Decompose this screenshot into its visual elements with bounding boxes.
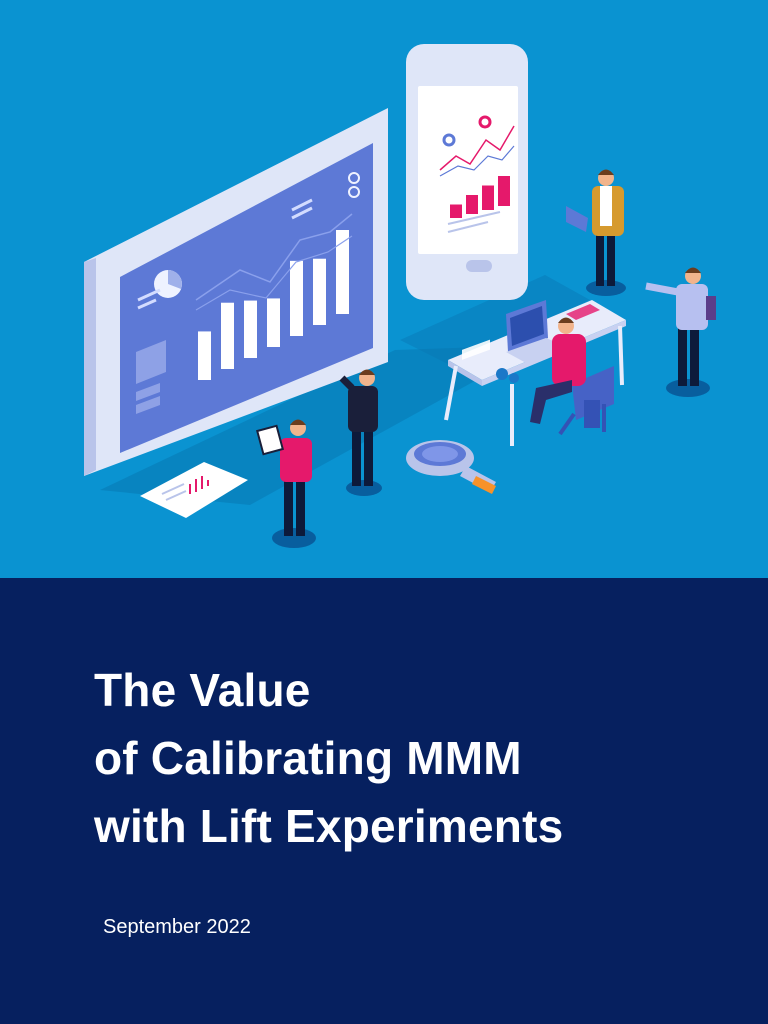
person-with-laptop-mustard bbox=[566, 169, 626, 296]
title-line: of Calibrating MMM bbox=[94, 732, 522, 784]
dashboard-bar bbox=[244, 300, 257, 358]
tablet-bar bbox=[482, 185, 494, 210]
person-pointing-dark-suit bbox=[339, 369, 382, 496]
title-line: with Lift Experiments bbox=[94, 800, 564, 852]
person-with-clipboard bbox=[256, 419, 316, 548]
publication-date: September 2022 bbox=[103, 916, 251, 938]
analytics-team-illustration bbox=[84, 44, 716, 548]
tablet-device bbox=[406, 44, 528, 300]
dashboard-bar bbox=[336, 230, 349, 314]
person-seated-at-desk bbox=[530, 317, 614, 436]
person-pointing-lavender-shirt bbox=[645, 267, 716, 397]
dashboard-bar bbox=[198, 331, 211, 380]
report-sheet bbox=[140, 462, 248, 518]
dashboard-bar bbox=[313, 258, 326, 325]
dashboard-bar-chart bbox=[198, 230, 349, 380]
tablet-bar bbox=[466, 195, 478, 214]
legend-lines bbox=[137, 198, 313, 310]
tablet-bar-chart bbox=[450, 176, 510, 218]
report-title: The Value of Calibrating MMM with Lift E… bbox=[94, 656, 563, 860]
dashboard-bar bbox=[221, 302, 234, 369]
dashboard-bar bbox=[267, 298, 280, 347]
dashboard-monitor bbox=[84, 108, 388, 476]
dashboard-bar bbox=[290, 260, 303, 336]
hero-illustration bbox=[0, 0, 768, 578]
title-line: The Value bbox=[94, 664, 311, 716]
magnifier-icon bbox=[406, 440, 496, 494]
title-band bbox=[0, 578, 768, 1024]
floor-shadow bbox=[400, 275, 590, 365]
tablet-bar bbox=[450, 204, 462, 218]
tablet-bar bbox=[498, 176, 510, 206]
